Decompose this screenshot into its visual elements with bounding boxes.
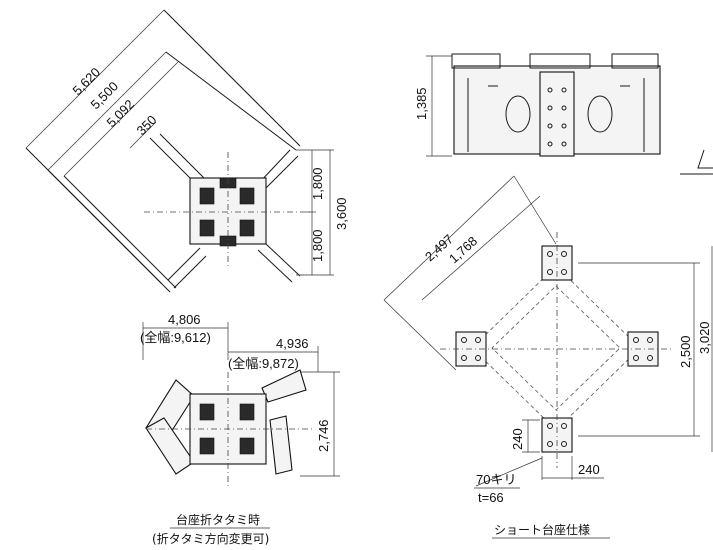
dim-arm-width: 350 — [134, 112, 160, 138]
dim-short-total: 3,020 — [697, 321, 712, 354]
plan-unfolded-view — [25, 9, 334, 293]
dim-half-lower: 1,800 — [310, 229, 325, 262]
dim-elevation-height: 1,385 — [414, 87, 429, 120]
dim-half-upper: 1,800 — [310, 167, 325, 200]
elevation-view — [426, 53, 713, 175]
dim-short-span: 2,500 — [678, 335, 693, 368]
caption-folded-note: (折タタミ方向変更可) — [152, 531, 269, 546]
dim-folded-height: 2,746 — [316, 419, 331, 452]
dim-total-width: 3,600 — [334, 197, 349, 230]
dim-folded-left: 4,806 — [168, 312, 201, 327]
dim-pad-vertical: 240 — [510, 428, 525, 450]
plan-folded-view — [142, 322, 340, 486]
dim-pad-horizontal: 240 — [578, 462, 600, 477]
caption-folded: 台座折タタミ時 — [176, 512, 260, 527]
caption-short-base: ショート台座仕様 — [494, 522, 590, 537]
note-folded-right-width: (全幅:9,872) — [228, 356, 299, 371]
dim-folded-right: 4,936 — [276, 336, 309, 351]
plan-short-base-view — [383, 175, 713, 487]
note-drill-hole: 70キリ — [476, 472, 516, 487]
note-folded-left-width: (全幅:9,612) — [140, 330, 211, 345]
note-plate-thickness: t=66 — [478, 490, 504, 505]
